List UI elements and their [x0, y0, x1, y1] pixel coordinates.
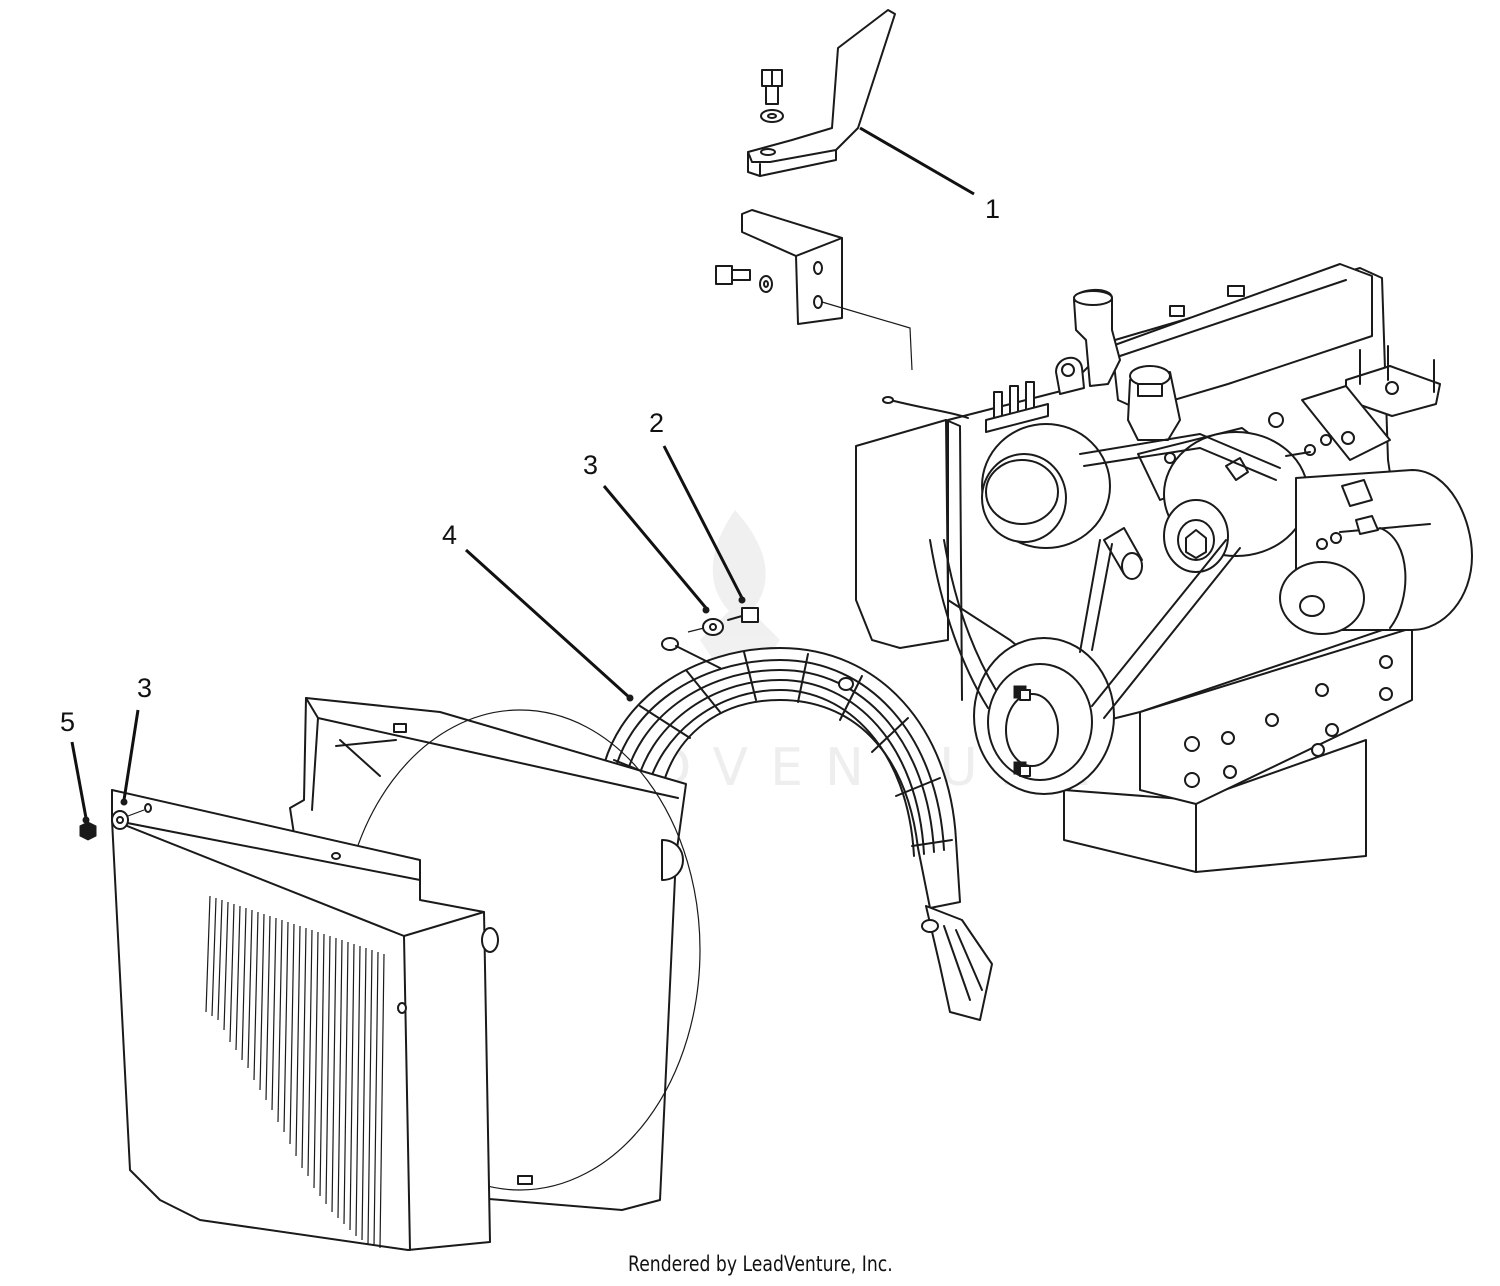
part-5-nut[interactable]	[79, 821, 97, 841]
part-1-upper-bracket[interactable]	[747, 9, 896, 177]
radiator[interactable]	[111, 789, 499, 1251]
render-credit: Rendered by LeadVenture, Inc.	[628, 1252, 893, 1276]
engine-assembly[interactable]	[855, 263, 1473, 873]
part-3-washer-upper[interactable]	[687, 618, 724, 636]
callout-5: 5	[60, 707, 76, 737]
lower-bracket-bolt[interactable]	[715, 265, 773, 293]
callout-2: 2	[649, 408, 665, 438]
callout-4: 4	[442, 520, 458, 550]
callout-3-lower: 3	[137, 673, 153, 703]
leader-lines	[70, 126, 975, 824]
callout-3-upper: 3	[583, 450, 599, 480]
part-1-bolt[interactable]	[761, 69, 783, 105]
lower-bracket[interactable]	[741, 209, 913, 371]
part-3-washer-lower[interactable]	[111, 803, 152, 830]
part-2-screw[interactable]	[727, 607, 759, 623]
callout-1: 1	[985, 194, 1001, 224]
part-1-washer[interactable]	[760, 109, 784, 123]
